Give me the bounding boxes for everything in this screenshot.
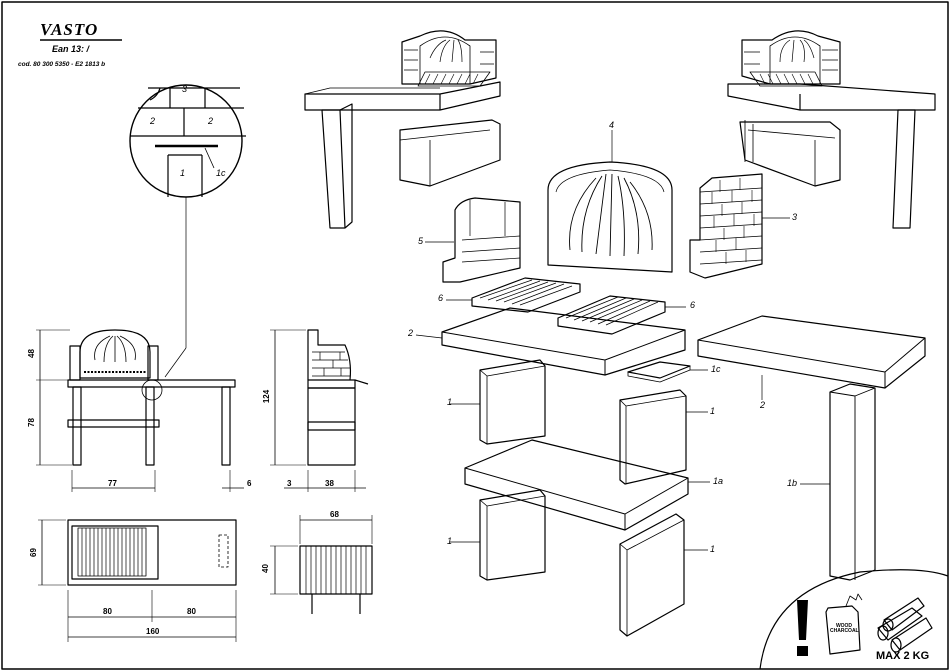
part-4-back-panel xyxy=(548,130,672,272)
part-label-5: 5 xyxy=(418,236,423,246)
dim-top-depth: 69 xyxy=(29,548,38,557)
part-5-side-piece xyxy=(425,198,520,282)
part-label-4: 4 xyxy=(609,120,614,130)
part-label-3: 3 xyxy=(792,212,797,222)
dim-front-width: 77 xyxy=(108,479,117,488)
detail-circle xyxy=(130,85,246,377)
side-view xyxy=(270,330,368,492)
dim-grill-width: 68 xyxy=(330,510,339,519)
part-label-1-lower-left: 1 xyxy=(447,536,452,546)
part-label-2-center: 2 xyxy=(408,328,413,338)
part-label-6-left: 6 xyxy=(438,293,443,303)
dim-side-width: 38 xyxy=(325,479,334,488)
part-label-1a: 1a xyxy=(713,476,723,486)
dim-grill-height: 40 xyxy=(261,564,270,573)
part-1b-tall-leg xyxy=(800,384,875,580)
detail-label-2-left: 2 xyxy=(150,116,155,126)
dim-side-offset: 3 xyxy=(287,479,291,488)
part-label-6-right: 6 xyxy=(690,300,695,310)
ean-code: Ean 13: / xyxy=(52,44,89,54)
part-label-1c: 1c xyxy=(711,364,721,374)
product-code: cod. 80 300 5350 - E2 1813 b xyxy=(18,61,105,68)
part-label-1-lower-right: 1 xyxy=(710,544,715,554)
dim-top-total-width: 160 xyxy=(146,627,159,636)
front-view xyxy=(36,330,244,492)
part-2-top-slab xyxy=(416,308,685,375)
dim-front-side: 6 xyxy=(247,479,251,488)
dim-top-right-width: 80 xyxy=(187,607,196,616)
part-label-1-upper-left: 1 xyxy=(447,397,452,407)
dim-side-height: 124 xyxy=(262,390,271,403)
assembled-bbq-right xyxy=(728,31,935,228)
part-label-2-right: 2 xyxy=(760,400,765,410)
part-label-1-upper-right: 1 xyxy=(710,406,715,416)
exclamation-icon xyxy=(797,600,808,656)
grill-view xyxy=(270,515,372,614)
detail-label-2-right: 2 xyxy=(208,116,213,126)
part-1c-small-slab xyxy=(628,362,708,382)
part-2-right-slab xyxy=(698,316,925,400)
page-title: VASTO xyxy=(40,20,98,40)
dim-front-height-top: 48 xyxy=(27,349,36,358)
part-3-brick-wall xyxy=(690,174,790,278)
top-view xyxy=(38,520,236,642)
part-1-lower-panels xyxy=(450,490,708,636)
charcoal-bag-label: WOOD CHARCOAL xyxy=(830,624,858,634)
firewood-icon xyxy=(878,598,932,652)
detail-label-3: 3 xyxy=(182,84,187,94)
part-1a-shelf xyxy=(465,440,710,530)
dim-top-left-width: 80 xyxy=(103,607,112,616)
part-label-1b: 1b xyxy=(787,478,797,488)
detail-label-1c: 1c xyxy=(216,168,226,178)
dim-front-height-base: 78 xyxy=(27,418,36,427)
max-load-label: MAX 2 KG xyxy=(876,650,929,662)
detail-label-1: 1 xyxy=(180,168,185,178)
